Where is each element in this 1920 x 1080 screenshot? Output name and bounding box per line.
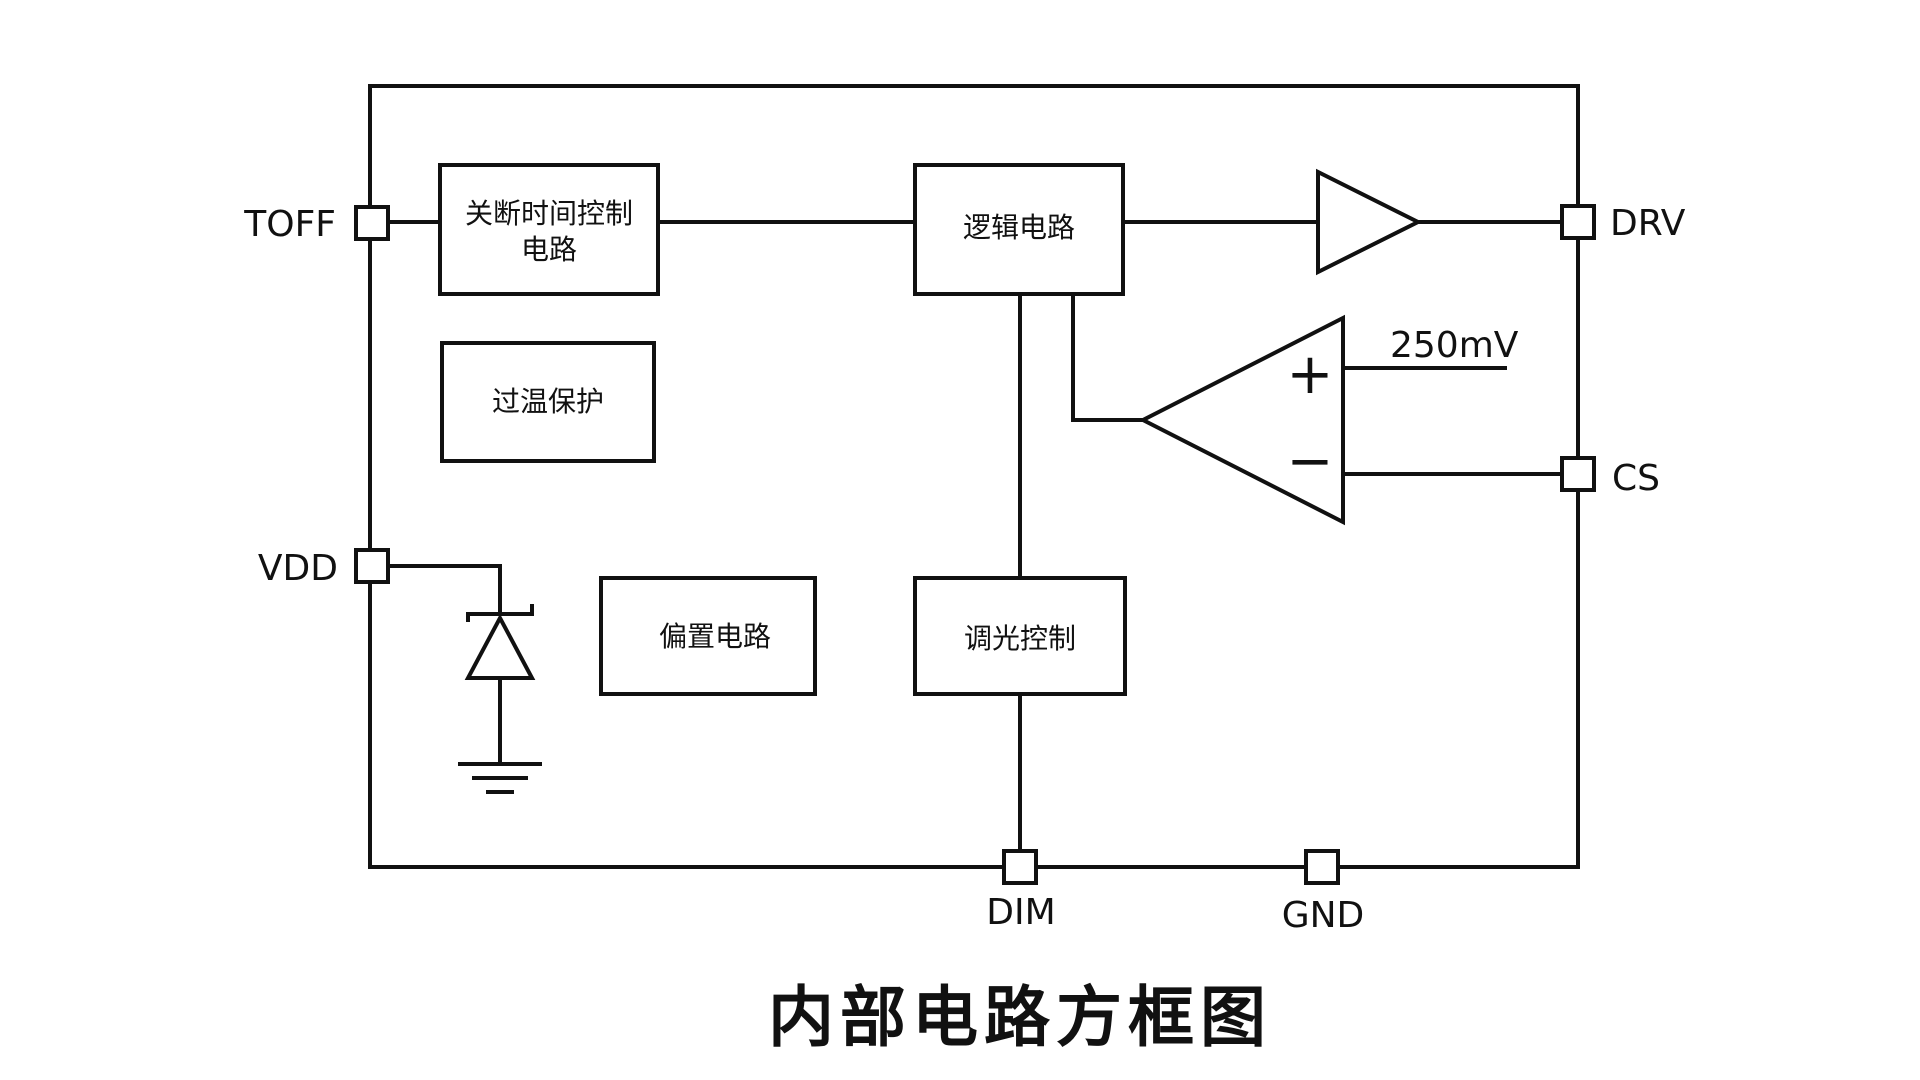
wire-comparator-logic (1071, 292, 1145, 422)
comparator: + − 250mV (1138, 314, 1519, 526)
block-bias-circuit-label: 偏置电路 (659, 620, 771, 653)
block-logic-circuit: 逻辑电路 (913, 163, 1125, 296)
pin-drv-label: DRV (1610, 203, 1686, 244)
comparator-plus: + (1287, 342, 1334, 407)
reference-voltage-label: 250mV (1390, 325, 1519, 366)
pin-gnd (1304, 849, 1340, 885)
pin-cs-label: CS (1612, 458, 1660, 499)
pin-dim (1002, 849, 1038, 885)
diagram-title: 内部电路方框图 (768, 979, 1272, 1056)
pin-vdd-label: VDD (258, 548, 338, 589)
pin-toff-label: TOFF (243, 204, 336, 245)
block-off-time-control: 关断时间控制 电路 (438, 163, 660, 296)
pin-dim-label: DIM (986, 892, 1055, 933)
block-off-time-control-label-2: 电路 (521, 233, 577, 266)
block-bias-circuit: 偏置电路 (599, 576, 817, 696)
pin-drv (1560, 204, 1596, 240)
block-over-temp-protection-label: 过温保护 (492, 385, 604, 418)
block-logic-circuit-label: 逻辑电路 (963, 211, 1075, 244)
pin-gnd-label: GND (1282, 895, 1365, 936)
ground-icon (458, 762, 542, 794)
block-over-temp-protection: 过温保护 (440, 341, 656, 463)
pin-vdd (354, 548, 390, 584)
block-dimming-control: 调光控制 (913, 576, 1127, 696)
driver-buffer-icon (1316, 168, 1423, 276)
pin-toff (354, 205, 390, 241)
comparator-minus: − (1287, 429, 1334, 494)
wire-vdd (388, 564, 502, 616)
block-off-time-control-label-1: 关断时间控制 (465, 197, 633, 230)
zener-diode-icon (464, 604, 536, 680)
comparator-icon (1138, 314, 1345, 526)
block-dimming-control-label: 调光控制 (964, 622, 1076, 655)
pin-cs (1560, 456, 1596, 492)
